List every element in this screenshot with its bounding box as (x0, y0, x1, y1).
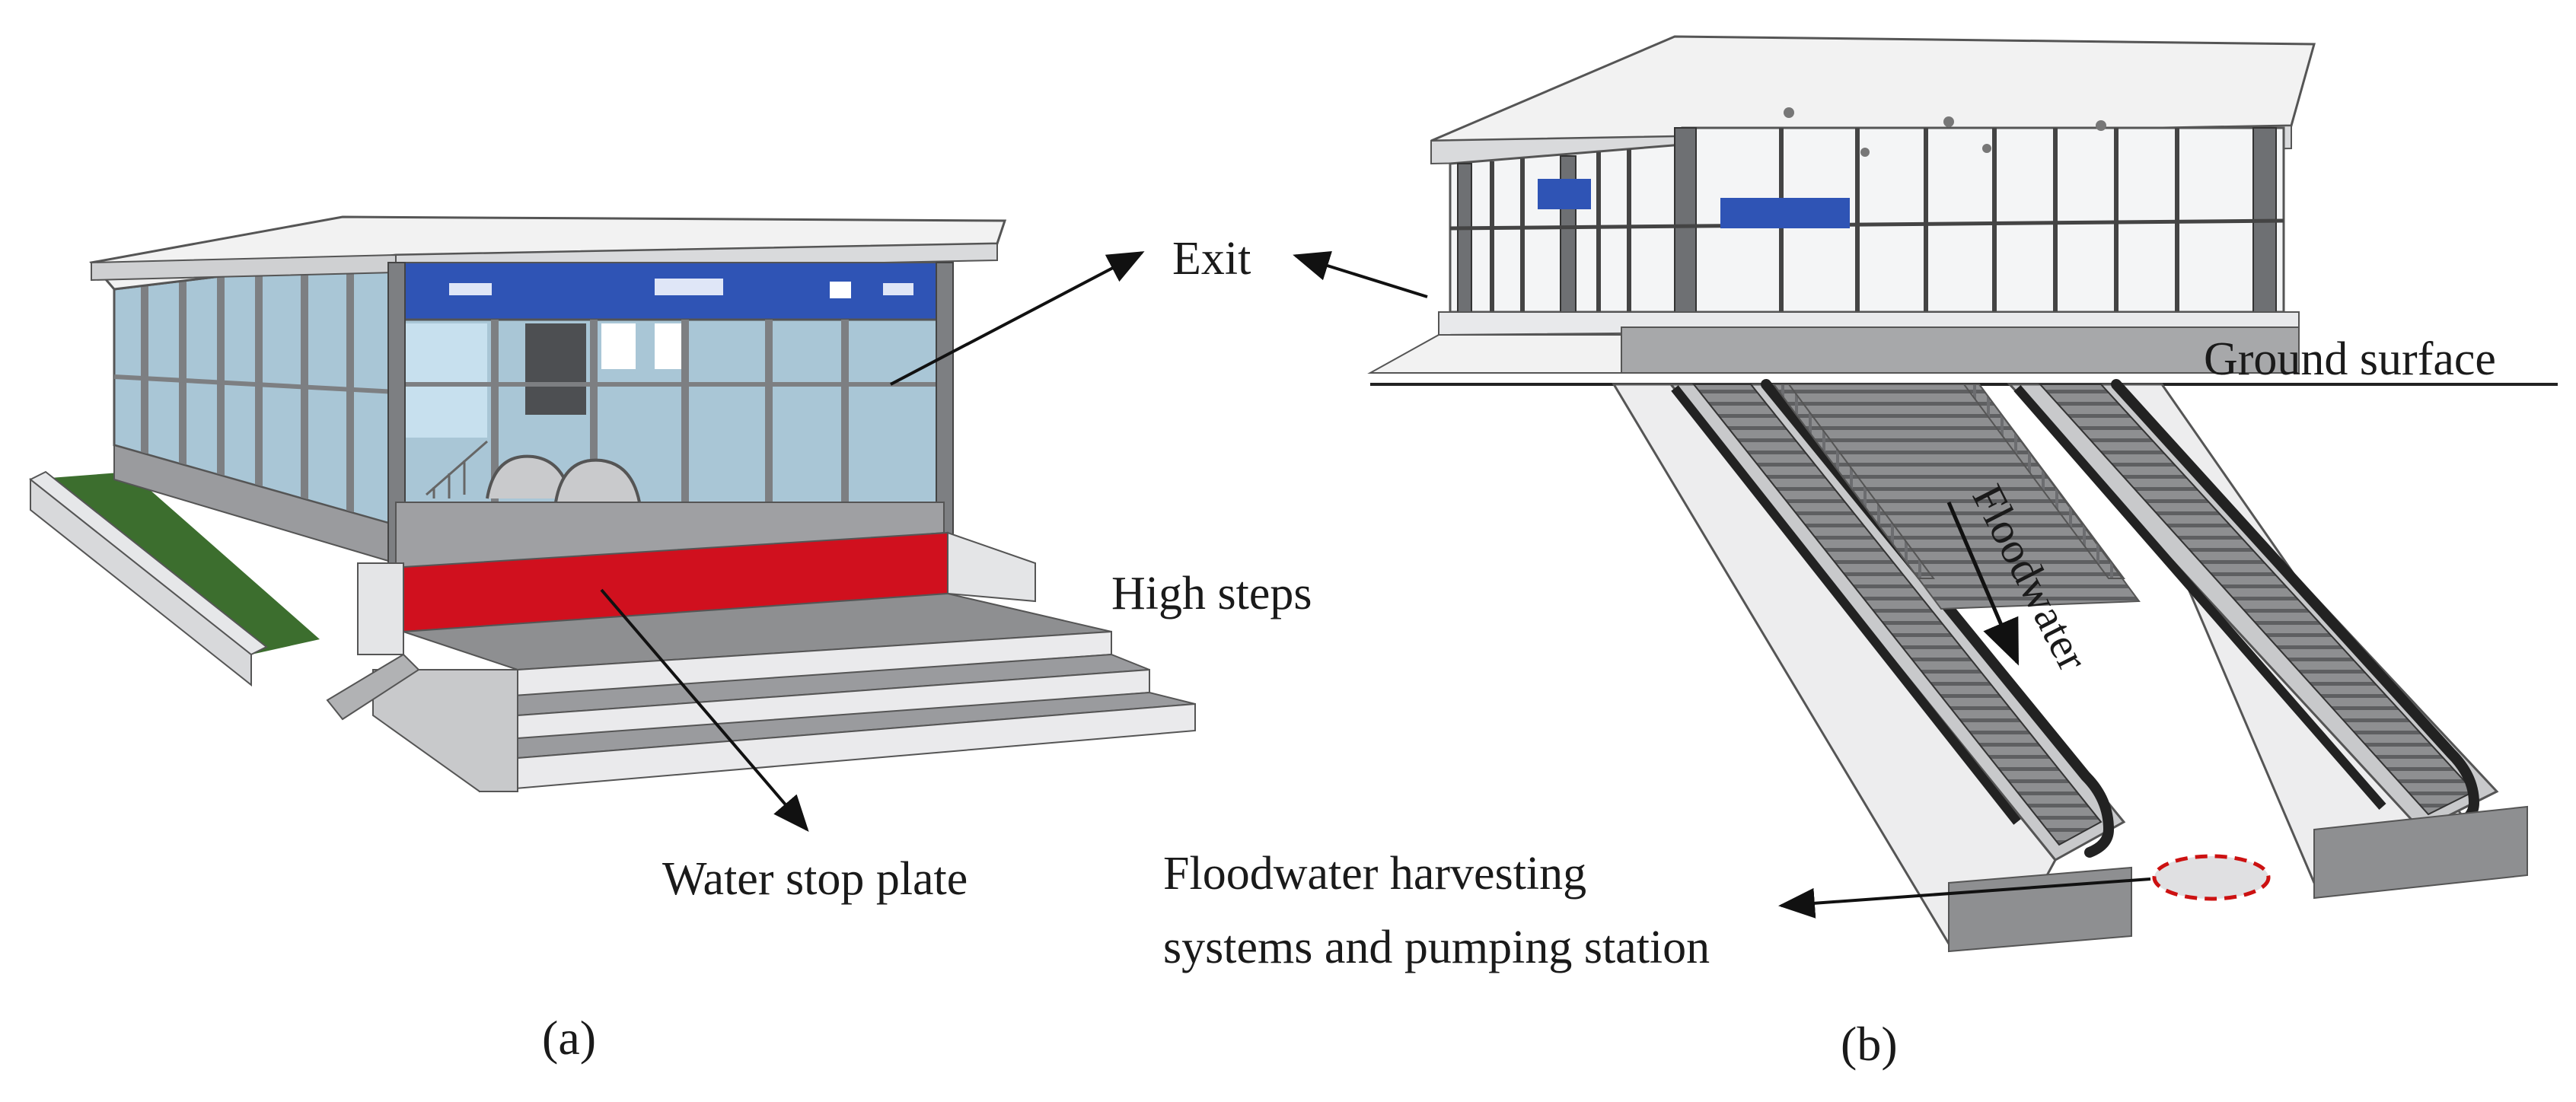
center-stair-railing-right (1962, 384, 2125, 579)
center-stair-railing-left (1772, 384, 1935, 579)
sign-text-block-center (655, 279, 723, 295)
ramp-bar (326, 653, 420, 721)
left-escalator-treads (1691, 384, 2103, 846)
caption-b: (b) (1841, 1017, 1898, 1071)
caption-a: (a) (542, 1011, 596, 1065)
escalator-handrail-right (554, 458, 641, 503)
station-exit-section-illustration (1367, 35, 2558, 953)
stair-railing (426, 440, 488, 498)
sign-icon-square (830, 282, 851, 298)
floodwater-arrow (1946, 502, 2020, 666)
kiosk-blue-sign-side (1538, 179, 1591, 209)
kiosk-blue-sign-front (1720, 198, 1850, 228)
sign-text-block-left (449, 283, 492, 295)
pumping-station-marker (2152, 854, 2271, 901)
sign-text-block-right (883, 283, 913, 295)
label-high-steps: High steps (1111, 568, 1312, 619)
door-plinth-right (947, 531, 1036, 603)
label-water-stop-plate: Water stop plate (662, 853, 968, 905)
interior-white-window-1 (601, 323, 636, 369)
kiosk-platform-front (1621, 326, 2300, 374)
step-side-block (372, 669, 518, 792)
kiosk-roof-top (1430, 35, 2316, 142)
harvesting-arrow (1778, 877, 2151, 919)
left-escalator-handrail-inner (1671, 385, 2021, 825)
label-harvesting-line2: systems and pumping station (1163, 922, 1710, 973)
exit-arrow-b (1293, 251, 1428, 298)
label-harvesting-line1: Floodwater harvesting (1163, 848, 1586, 900)
right-escalator-handrail-inner (2013, 385, 2386, 810)
right-escalator-foot (2313, 805, 2528, 900)
label-exit: Exit (1172, 233, 1251, 285)
water-stop-arrow (600, 588, 809, 833)
door-plinth-left (357, 562, 404, 655)
label-ground-surface: Ground surface (2204, 333, 2496, 385)
side-wall-mullions (141, 260, 354, 512)
ground-slab-left (1367, 334, 1622, 374)
interior-light-area (403, 323, 487, 438)
station-exit-illustration (29, 215, 1196, 793)
left-escalator-foot (1948, 866, 2132, 953)
side-wall-transom (113, 374, 397, 394)
plinth-top-left (29, 470, 268, 656)
interior-dark-window (525, 323, 586, 415)
ceiling-lights (1784, 107, 2106, 157)
exit-arrow-a (890, 251, 1145, 386)
left-escalator-handrail (1761, 379, 2115, 858)
kiosk-transom (1449, 218, 2284, 231)
